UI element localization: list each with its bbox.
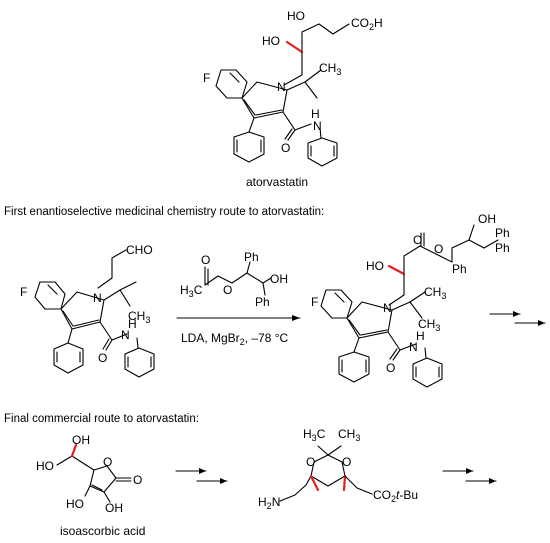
amide-nh-label: H: [311, 107, 320, 121]
fluorine-label: F: [311, 295, 318, 309]
chiral-ester-reagent: Ph O O OH H3C Ph: [180, 250, 288, 309]
arrowhead: [292, 315, 300, 321]
fluorine-label: F: [20, 285, 27, 299]
aldol-product-structure: OH Ph Ph Ph O O HO F N CH3 CH3 H N O: [311, 212, 510, 388]
amide-nitrogen-label: N: [121, 328, 130, 342]
hydroxyl-label: OH: [105, 501, 123, 515]
multi-step-arrow: [442, 468, 497, 484]
hydroxyl-label: OH: [72, 433, 90, 447]
phenyl-label: Ph: [452, 262, 467, 276]
section-heading-final-route: Final commercial route to atorvastatin:: [4, 413, 199, 425]
atorvastatin-structure: HO CO2H HO F N CH3 H N O atorvastatin: [203, 9, 383, 189]
hydroxyl-label: HO: [287, 9, 305, 23]
amide-nitrogen-label: N: [313, 119, 322, 133]
hydroxyl-label: HO: [66, 497, 84, 511]
carbonyl-oxygen-label: O: [281, 141, 290, 155]
amine-label: H2N: [258, 495, 280, 511]
phenyl-label: Ph: [255, 295, 270, 309]
methyl-label: CH3: [338, 427, 360, 443]
aldehyde-structure: CHO F N CH3 H N O: [20, 243, 155, 378]
methyl-label: H3C: [180, 283, 203, 299]
reaction-conditions: LDA, MgBr2, –78 °C: [181, 331, 289, 347]
aldehyde-label: CHO: [126, 243, 153, 257]
carbonyl-oxygen-label: O: [98, 351, 107, 365]
fluorine-label: F: [203, 71, 210, 85]
amide-nitrogen-label: N: [409, 340, 418, 354]
pyrrole-nitrogen-label: N: [277, 80, 286, 94]
hydroxyl-label: HO: [36, 459, 54, 473]
amide-nh-label: H: [128, 317, 137, 331]
carbonyl-oxygen-label: O: [201, 253, 210, 267]
phenyl-label: Ph: [495, 226, 510, 240]
methyl-label: H3C: [303, 427, 326, 443]
ring-oxygen-label: O: [342, 455, 351, 469]
ring-oxygen-label: O: [103, 455, 112, 469]
ring-oxygen-label: O: [306, 455, 315, 469]
multi-step-arrow: [489, 311, 546, 326]
hydroxyl-label: OH: [478, 212, 496, 226]
pyrrole-nitrogen-label: N: [93, 291, 102, 305]
multi-step-arrow: [175, 468, 228, 484]
methyl-label: CH3: [128, 309, 150, 325]
atorvastatin-label: atorvastatin: [246, 175, 308, 189]
methyl-label: CH3: [319, 61, 341, 77]
ester-oxygen-label: O: [223, 283, 232, 297]
section-heading-first-route: First enantioselective medicinal chemist…: [4, 206, 325, 218]
phenyl-label: Ph: [495, 241, 510, 255]
hydroxyl-label: HO: [366, 259, 384, 273]
carboxylic-acid-label: CO2H: [351, 16, 383, 32]
carbonyl-oxygen-label: O: [133, 473, 142, 487]
hydroxyl-label: HO: [262, 34, 280, 48]
pyrrole-nitrogen-label: N: [383, 301, 392, 315]
isoascorbic-acid-structure: OH HO O O HO OH isoascorbic acid: [36, 433, 145, 538]
carbonyl-oxygen-label: O: [386, 361, 395, 375]
hydroxyl-label: OH: [270, 272, 288, 286]
ester-oxygen-label: O: [434, 242, 443, 256]
amide-nh-label: H: [416, 329, 425, 343]
methyl-label: CH3: [418, 317, 440, 333]
methyl-label: CH3: [424, 285, 446, 301]
carbonyl-oxygen-label: O: [413, 233, 422, 247]
tert-butyl-ester-label: CO2t-Bu: [373, 488, 418, 504]
acetonide-amine-structure: H3C CH3 O O H2N CO2t-Bu: [258, 427, 418, 511]
phenyl-label: Ph: [244, 250, 259, 264]
isoascorbic-acid-label: isoascorbic acid: [60, 524, 145, 538]
